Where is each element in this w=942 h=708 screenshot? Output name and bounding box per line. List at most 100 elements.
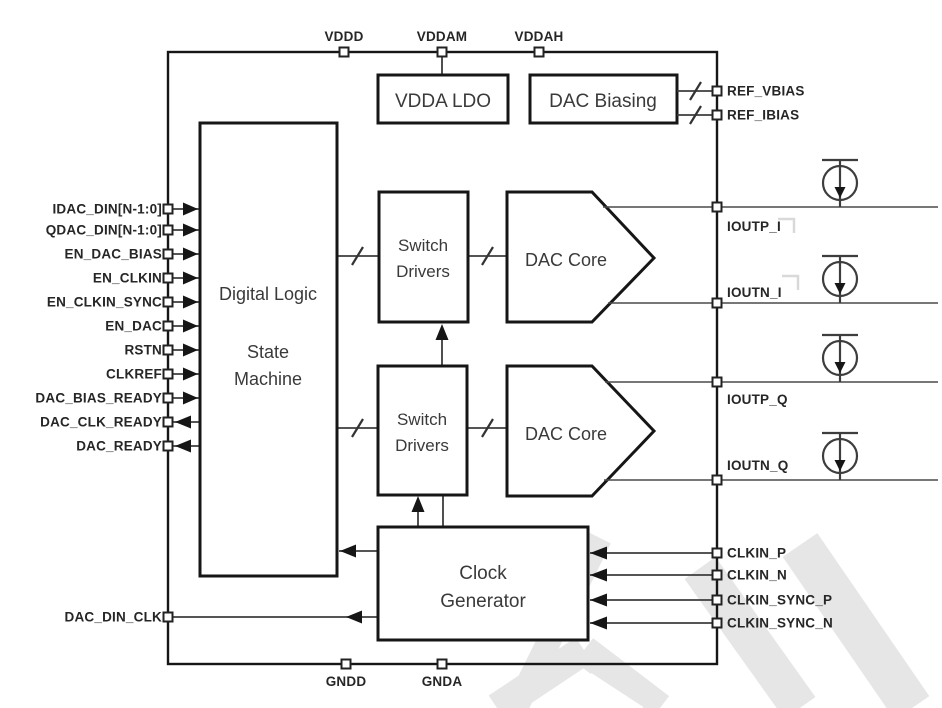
pin-square: [162, 203, 174, 215]
switch-drivers-q-label: Switch: [397, 410, 447, 429]
pin-label-dac-ready: DAC_READY: [76, 439, 162, 454]
digital-logic-box: [198, 121, 339, 578]
pin-label-en-clkin: EN_CLKIN: [93, 271, 162, 286]
digital-logic-label: State: [247, 342, 289, 362]
pin-square-vddah: [533, 46, 545, 58]
clock-distribution: [339, 324, 449, 558]
pin-square: [162, 296, 174, 308]
pin-label-dac-bias-ready: DAC_BIAS_READY: [35, 391, 162, 406]
clock-input-pins: CLKIN_P CLKIN_N CLKIN_SYNC_P CLKIN_SYNC_…: [590, 546, 833, 631]
pin-square: [711, 474, 723, 486]
pin-label-vddd: VDDD: [324, 29, 363, 44]
arrowhead-right: [183, 223, 198, 237]
dac-core-q-shape: [505, 364, 657, 498]
digital-logic-label: Machine: [234, 369, 302, 389]
arrowhead-up: [435, 324, 449, 340]
bias-reference-pins: REF_VBIAS REF_IBIAS: [677, 81, 805, 125]
bus-slash: [351, 246, 364, 266]
dac-core-i-shape: [505, 190, 657, 324]
block-clock-generator: Clock Generator: [376, 525, 590, 642]
pin-label-en-clkin-sync: EN_CLKIN_SYNC: [47, 295, 162, 310]
pin-label-ioutn-q: IOUTN_Q: [727, 458, 788, 473]
block-dac-core-q: DAC Core: [505, 364, 657, 498]
arrowhead-left: [590, 593, 607, 607]
pin-square: [162, 440, 174, 452]
clock-generator-label: Generator: [440, 591, 526, 612]
arrowhead-right: [183, 247, 198, 261]
pin-square: [162, 320, 174, 332]
pin-label-ref-ibias: REF_IBIAS: [727, 108, 799, 123]
pin-label-clkref: CLKREF: [106, 367, 162, 382]
arrowhead-left: [175, 415, 191, 429]
switch-drivers-q-box: [376, 364, 469, 497]
pin-label-ioutp-q: IOUTP_Q: [727, 392, 788, 407]
pin-square: [711, 376, 723, 388]
block-digital-logic: Digital Logic State Machine: [198, 121, 339, 578]
dac-core-i-label: DAC Core: [525, 250, 607, 270]
pin-label-clkin-sync-n: CLKIN_SYNC_N: [727, 616, 833, 631]
bus-slash: [689, 105, 702, 125]
pin-square: [162, 248, 174, 260]
analog-outputs: IOUTP_I IOUTN_I IOUTP_Q IOUTN_Q: [603, 158, 938, 486]
current-source-icon: [821, 437, 859, 475]
switch-drivers-i-label: Drivers: [396, 262, 450, 281]
pin-label-en-dac: EN_DAC: [105, 319, 162, 334]
pin-square: [711, 109, 723, 121]
arrowhead-up: [411, 496, 425, 512]
current-source-icon: [821, 339, 859, 377]
arrowhead-right: [183, 391, 198, 405]
arrowhead-left: [346, 610, 362, 624]
pin-square-vddd: [338, 46, 350, 58]
pin-label-vddah: VDDAH: [514, 29, 563, 44]
dac-core-q-label: DAC Core: [525, 424, 607, 444]
top-pins: VDDD VDDAM VDDAH: [324, 29, 563, 76]
arrowhead-right: [183, 319, 198, 333]
pin-label-ioutn-i: IOUTN_I: [727, 285, 782, 300]
arrowhead-left: [175, 439, 191, 453]
pin-square: [162, 272, 174, 284]
arrowhead-right: [183, 295, 198, 309]
arrowhead-right: [183, 271, 198, 285]
watermark-notch: [536, 673, 592, 708]
arrowhead-left: [590, 568, 607, 582]
watermark-stroke: [574, 638, 670, 708]
watermark-stroke: [782, 533, 930, 708]
switch-drivers-i-box: [377, 190, 470, 324]
pin-square: [162, 368, 174, 380]
vdda-ldo-label: VDDA LDO: [395, 91, 491, 112]
bus-slash: [351, 418, 364, 438]
arrowhead-right: [183, 343, 198, 357]
pin-square: [711, 85, 723, 97]
digital-logic-label: Digital Logic: [219, 284, 317, 304]
pin-label-gnda: GNDA: [422, 674, 463, 689]
pin-square: [162, 224, 174, 236]
arrowhead-right: [183, 367, 198, 381]
clock-generator-label: Clock: [459, 563, 507, 584]
pin-square: [711, 569, 723, 581]
pin-square-vddam: [436, 46, 448, 58]
block-switch-drivers-q: Switch Drivers: [376, 364, 469, 497]
pin-label-dac-din-clk: DAC_DIN_CLK: [65, 610, 163, 625]
current-source-icon: [821, 260, 859, 298]
pin-square-gnda: [436, 658, 448, 670]
pin-square: [711, 297, 723, 309]
watermark-mark: [778, 217, 796, 233]
pin-square: [711, 594, 723, 606]
pin-label-en-dac-bias: EN_DAC_BIAS: [65, 247, 162, 262]
watermark-mark: [782, 274, 800, 290]
pin-label-rstn: RSTN: [124, 343, 162, 358]
arrowhead-left: [590, 546, 607, 560]
pin-label-dac-clk-ready: DAC_CLK_READY: [40, 415, 162, 430]
arrowhead-down: [834, 460, 846, 471]
left-pins: IDAC_DIN[N-1:0] QDAC_DIN[N-1:0] EN_DAC_B…: [35, 202, 378, 625]
current-source-icon: [821, 164, 859, 202]
pin-square: [162, 416, 174, 428]
arrowhead-down: [834, 187, 846, 198]
pin-label-ref-vbias: REF_VBIAS: [727, 84, 805, 99]
pin-label-vddam: VDDAM: [417, 29, 468, 44]
watermark-stroke: [488, 637, 593, 708]
dac-biasing-label: DAC Biasing: [549, 91, 657, 112]
block-vdda-ldo: VDDA LDO: [376, 73, 510, 125]
pin-label-idac-din: IDAC_DIN[N-1:0]: [52, 202, 162, 217]
